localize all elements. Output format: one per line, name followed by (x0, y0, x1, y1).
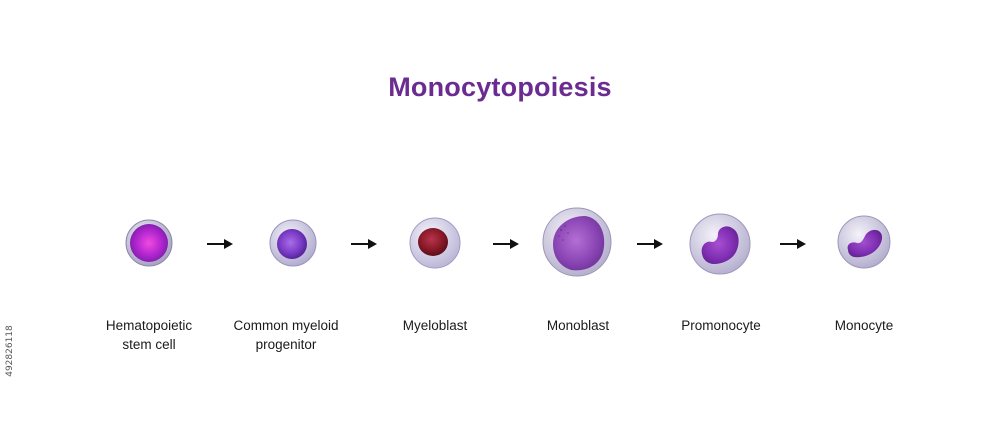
side-id-text: 492826118 (3, 318, 17, 388)
stage-label-line: stem cell (122, 337, 176, 352)
right-arrow-icon (637, 237, 663, 249)
stage-label-line: Common myeloid (233, 318, 339, 333)
stage-label-line: progenitor (255, 337, 317, 352)
right-arrow-icon (351, 237, 377, 249)
monoblast-icon (541, 206, 613, 278)
stage-label-myeloblast: Myeloblast (365, 316, 505, 335)
monocyte-icon (836, 214, 892, 270)
side-id-label: 492826118 (5, 325, 15, 377)
stage-label-line: Monocyte (834, 318, 894, 333)
stage-label-monoblast: Monoblast (508, 316, 648, 335)
right-arrow-icon (207, 237, 233, 249)
stage-label-line: Myeloblast (402, 318, 468, 333)
stage-label-promonocyte: Promonocyte (651, 316, 791, 335)
promonocyte-icon (688, 212, 752, 276)
stage-label-monocyte: Monocyte (794, 316, 934, 335)
stage-label-line: Hematopoietic (105, 318, 193, 333)
myeloblast-icon (408, 216, 462, 270)
right-arrow-icon (780, 237, 806, 249)
stage-label-common-myeloid-progenitor: Common myeloid progenitor (216, 316, 356, 354)
diagram-title: Monocytopoiesis (388, 72, 612, 102)
stage-label-line: Monoblast (546, 318, 610, 333)
stage-label-line: Promonocyte (681, 318, 761, 333)
right-arrow-icon (493, 237, 519, 249)
hematopoietic-stem-cell-icon (124, 218, 174, 268)
common-myeloid-progenitor-icon (268, 218, 318, 268)
stage-label-hematopoietic-stem-cell: Hematopoietic stem cell (79, 316, 219, 354)
